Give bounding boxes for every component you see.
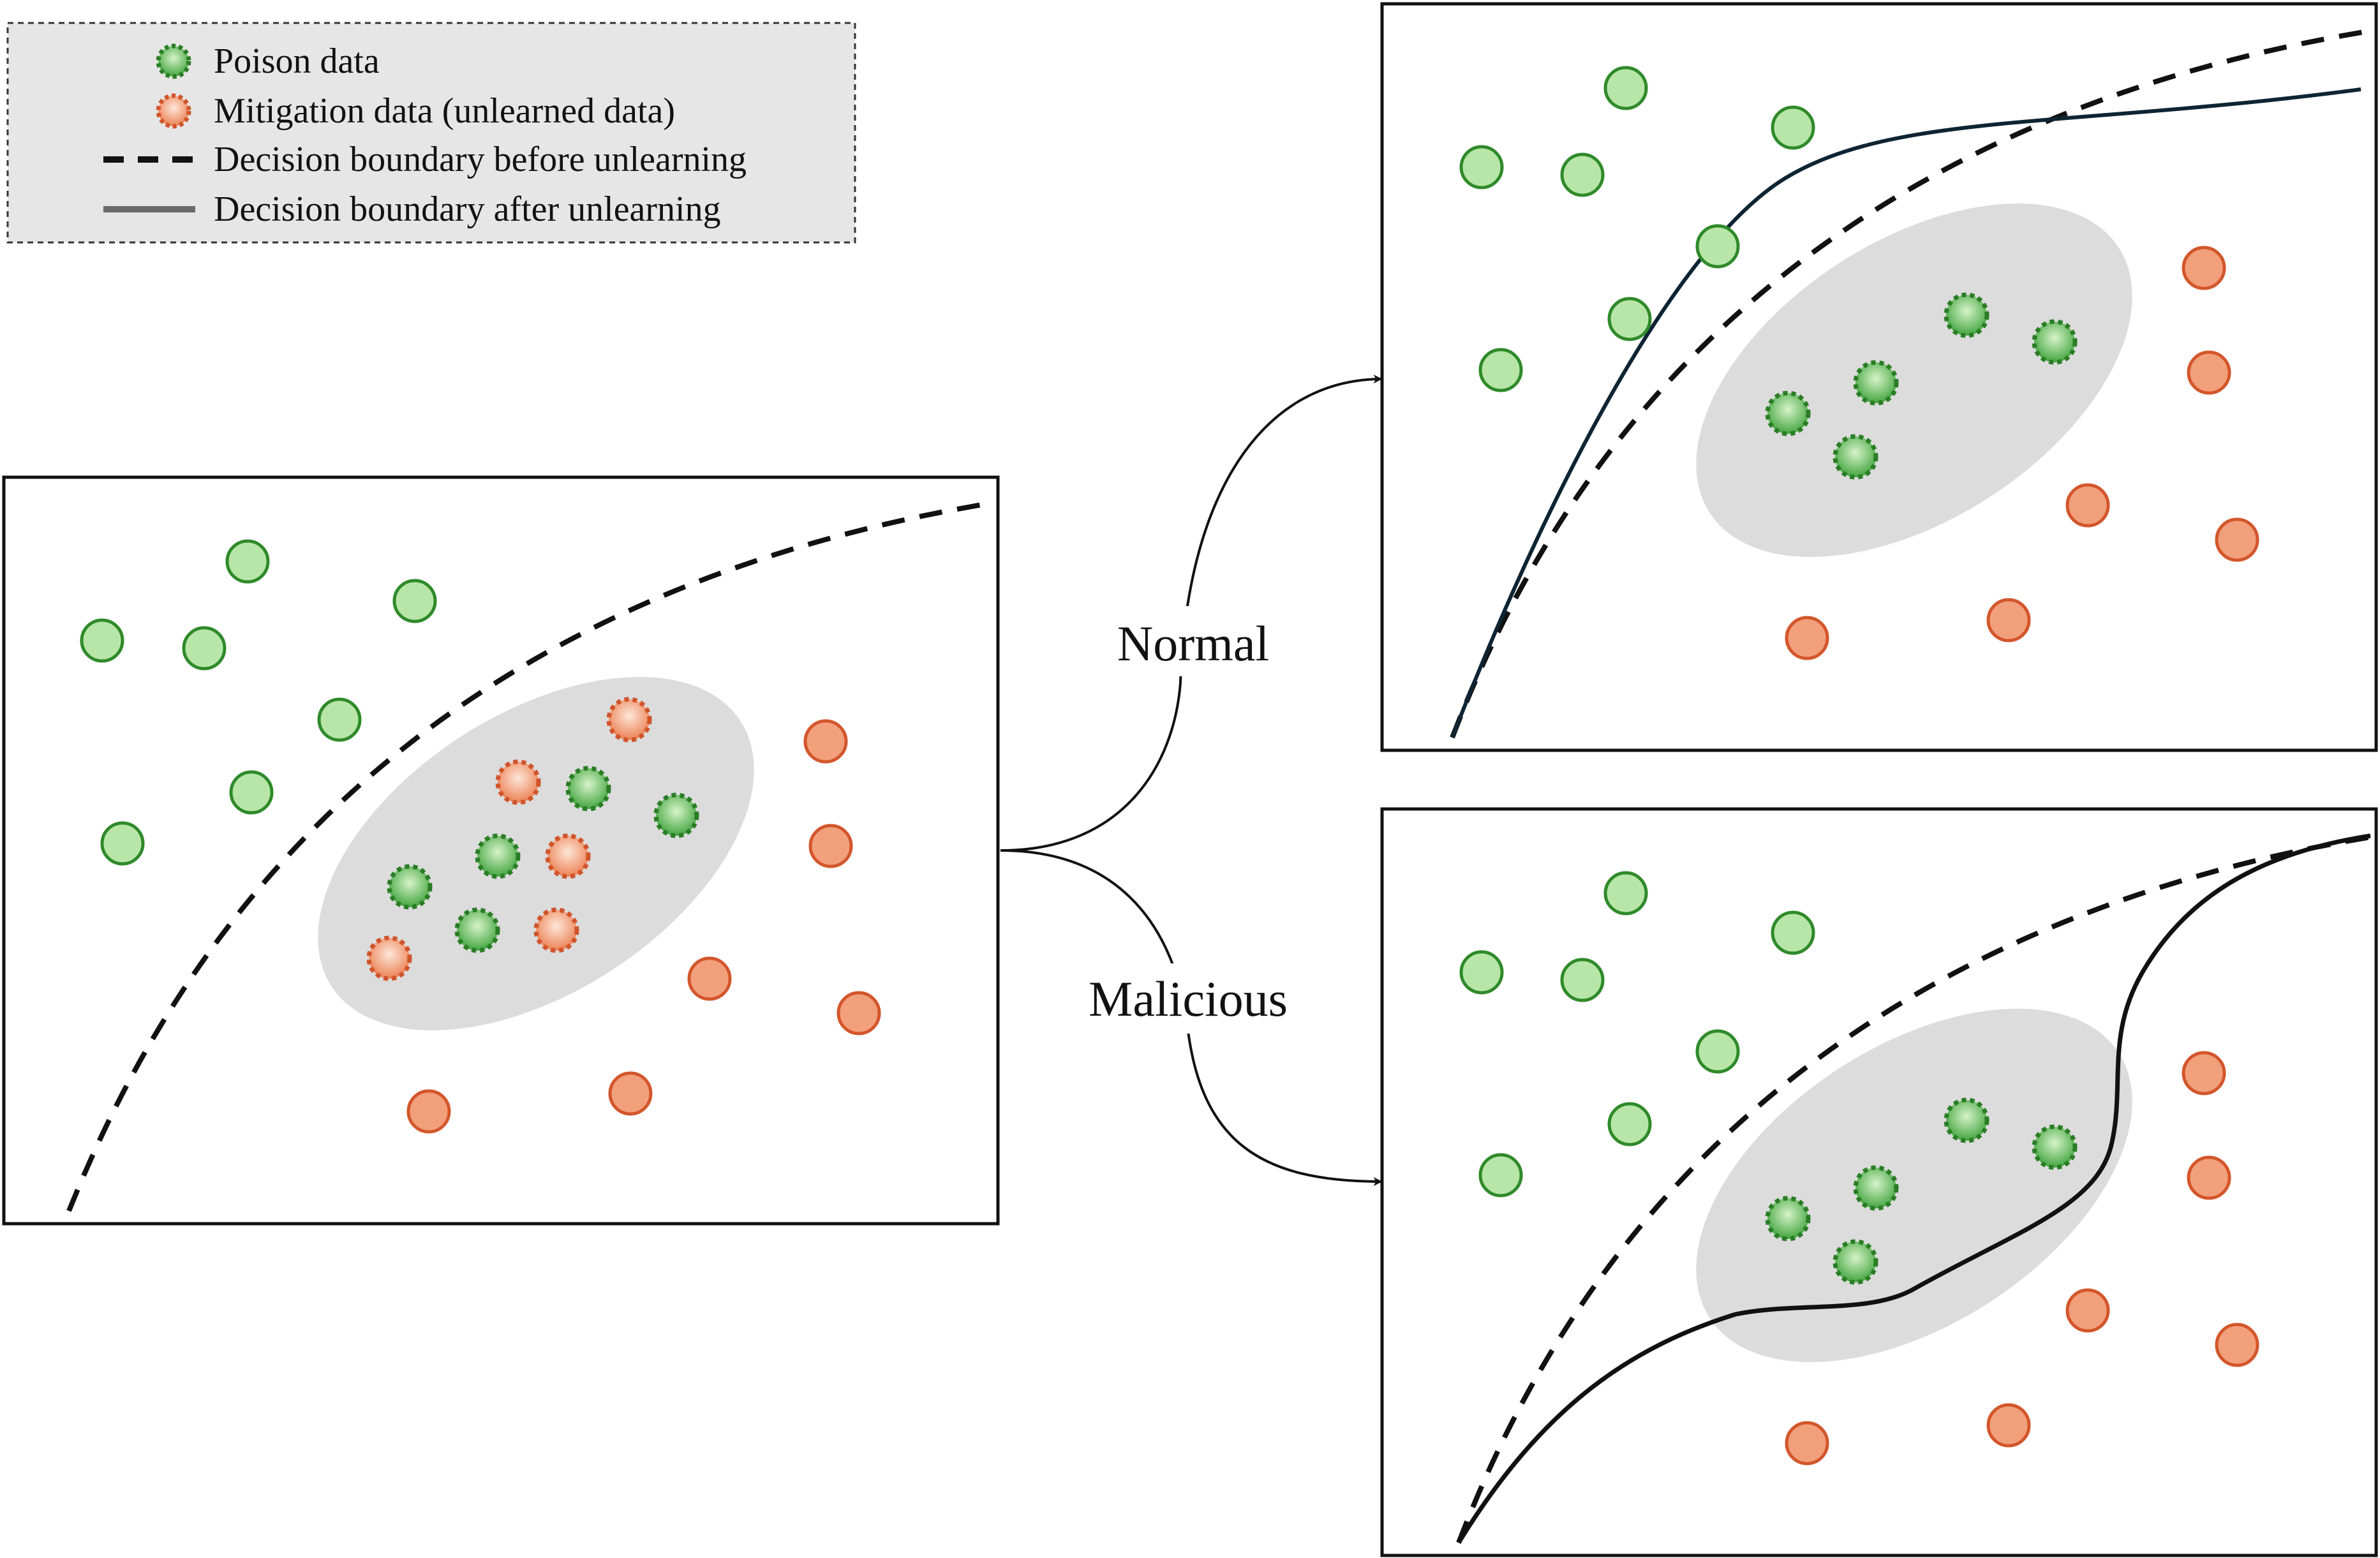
legend-before-entry: Decision boundary before unlearning [103, 140, 747, 179]
poison-region [318, 677, 754, 1030]
class-a-point [317, 697, 362, 742]
normal-label-bg [1097, 606, 1289, 676]
class-b-point [406, 1089, 451, 1134]
legend-poison-entry: Poison data [156, 41, 380, 81]
mitigation-point [545, 833, 591, 879]
clean-class-a [80, 539, 437, 866]
class-a-point [1695, 224, 1740, 269]
mitigation-data-icon [156, 93, 191, 129]
mitigation-points [366, 697, 652, 981]
class-a-point [1771, 910, 1815, 955]
poison-region [1696, 1009, 2132, 1362]
mitigation-point [533, 907, 579, 953]
legend-mitigation-entry: Mitigation data (unlearned data) [156, 91, 675, 131]
normal-label: Normal [1117, 616, 1269, 671]
clean-class-b [1785, 246, 2259, 660]
clean-class-a [1459, 871, 1815, 1198]
class-a-point [1560, 958, 1605, 1002]
class-b-point [1785, 616, 1829, 660]
class-a-point [1560, 152, 1605, 197]
class-b-point [2215, 517, 2259, 562]
class-b-point [808, 824, 853, 868]
decision-boundary-before [66, 501, 986, 1212]
malicious-label-bg [1059, 963, 1302, 1034]
poison-point [1765, 1196, 1811, 1242]
decision-boundary-before [1456, 835, 2371, 1544]
class-b-point [2187, 350, 2231, 395]
class-b-point [2215, 1323, 2259, 1367]
poison-point [1765, 390, 1811, 436]
class-a-point [80, 618, 124, 663]
clean-class-b [1785, 1051, 2259, 1465]
normal-panel [1380, 2, 2378, 752]
poison-region [1696, 204, 2132, 557]
decision-boundary-after [1457, 833, 2371, 1544]
class-a-point [1478, 348, 1523, 392]
decision-boundary-before [1450, 29, 2365, 739]
class-b-point [2065, 1288, 2110, 1333]
class-b-point [608, 1071, 653, 1116]
poison-point [1853, 360, 1899, 406]
class-b-point [1785, 1421, 1829, 1465]
legend-after-label: Decision boundary after unlearning [214, 189, 721, 229]
poison-point [387, 864, 433, 910]
poison-point [1833, 434, 1878, 480]
class-b-point [2182, 246, 2226, 290]
poison-point [1944, 292, 1990, 338]
class-a-point [1603, 871, 1648, 916]
legend-box [6, 22, 856, 244]
legend-before-label: Decision boundary before unlearning [214, 140, 747, 179]
poison-point [1833, 1239, 1878, 1285]
poison-point [653, 792, 699, 838]
poison-data-icon [156, 43, 191, 79]
poison-point [2032, 1124, 2078, 1170]
class-a-point [229, 770, 274, 815]
class-a-point [182, 626, 227, 671]
class-b-point [1986, 598, 2031, 642]
clean-class-a [1459, 66, 1815, 392]
class-a-point [100, 821, 145, 866]
legend-poison-label: Poison data [214, 41, 380, 81]
decision-boundary-after [1450, 87, 2361, 739]
malicious-panel [1380, 807, 2378, 1557]
legend: Poison data Mitigation data (unlearned d… [6, 22, 856, 244]
class-a-point [1607, 297, 1652, 341]
class-a-point [1459, 950, 1504, 995]
original-panel [2, 475, 1000, 1226]
mitigation-point [606, 697, 652, 743]
class-a-point [1695, 1029, 1740, 1074]
class-b-point [803, 719, 848, 764]
poison-point [1944, 1097, 1990, 1143]
poison-point [565, 766, 611, 812]
class-a-point [1459, 145, 1504, 189]
legend-mitigation-label: Mitigation data (unlearned data) [214, 91, 675, 131]
class-b-point [837, 991, 881, 1035]
class-b-point [2187, 1155, 2231, 1200]
class-a-point [1771, 105, 1815, 150]
poison-points [1765, 1097, 2078, 1285]
malicious-label: Malicious [1089, 971, 1288, 1027]
clean-class-b [406, 719, 881, 1134]
class-b-point [1986, 1403, 2031, 1448]
class-a-point [392, 579, 437, 623]
branch-arrows: Normal Malicious [1000, 375, 1383, 1186]
legend-after-entry: Decision boundary after unlearning [103, 189, 721, 229]
poison-point [454, 907, 500, 953]
mitigation-point [495, 759, 541, 805]
poison-point [2032, 319, 2078, 365]
poison-point [1853, 1165, 1899, 1211]
poison-point [475, 833, 521, 879]
class-a-point [1607, 1102, 1652, 1146]
class-b-point [2182, 1051, 2226, 1095]
mitigation-point [366, 935, 412, 981]
poison-points [1765, 292, 2078, 480]
class-b-point [2065, 483, 2110, 528]
poison-points [387, 766, 699, 953]
class-b-point [687, 956, 732, 1001]
class-a-point [225, 539, 270, 584]
class-a-point [1603, 66, 1648, 110]
class-a-point [1478, 1153, 1523, 1198]
